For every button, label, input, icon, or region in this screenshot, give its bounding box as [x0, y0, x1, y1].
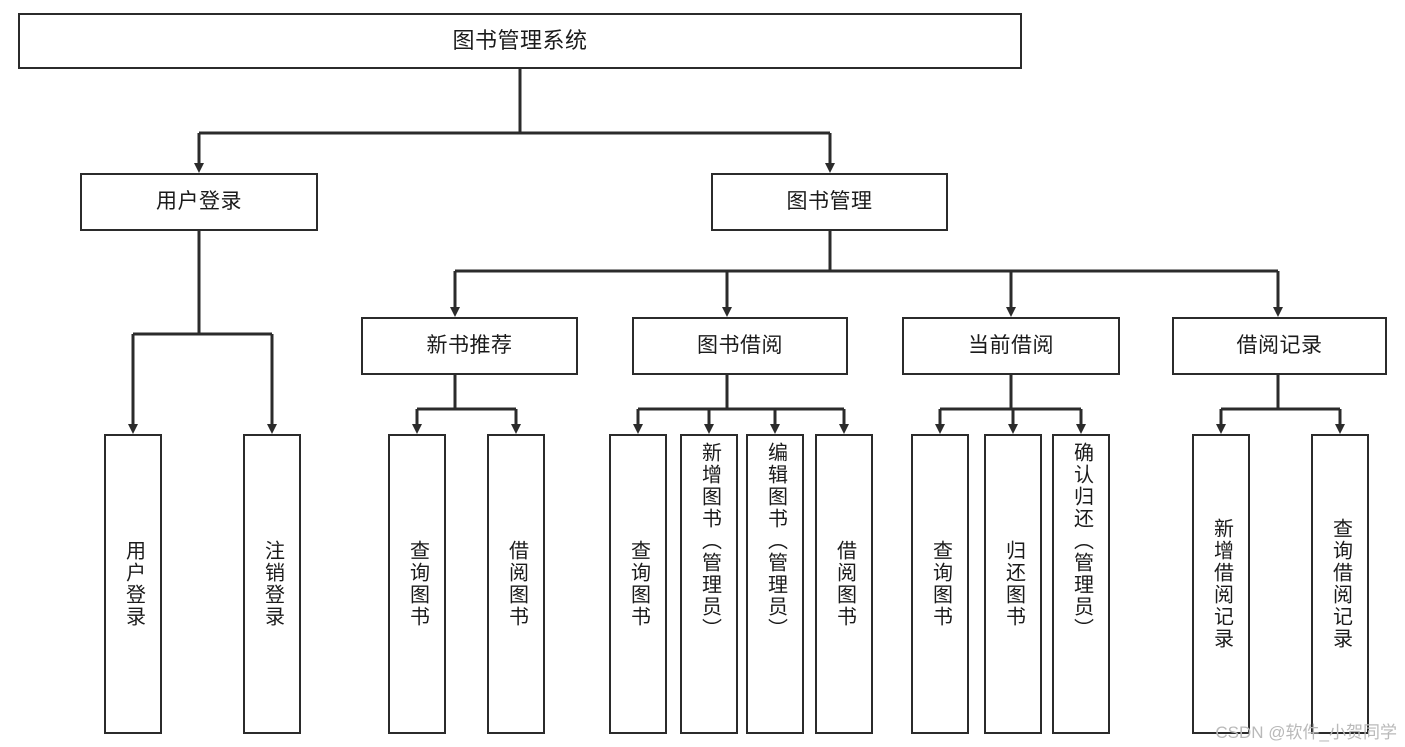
node-leaf-borrow-book-1-label: 借阅图书 — [505, 540, 528, 628]
node-book-borrow-label: 图书借阅 — [697, 333, 783, 357]
csdn-watermark: CSDN @软件_小贺同学 — [1215, 723, 1397, 742]
node-user-login-label: 用户登录 — [156, 189, 242, 213]
node-leaf-user-login-label: 用户登录 — [122, 540, 145, 628]
node-leaf-query-book-3-label: 查询图书 — [929, 540, 952, 628]
node-borrow-record[interactable]: 借阅记录 — [1172, 317, 1387, 375]
node-leaf-borrow-book-2[interactable]: 借阅图书 — [815, 434, 873, 734]
node-leaf-query-record[interactable]: 查询借阅记录 — [1311, 434, 1369, 734]
node-leaf-return-book[interactable]: 归还图书 — [984, 434, 1042, 734]
node-leaf-add-book[interactable]: 新增图书（管理员） — [680, 434, 738, 734]
node-root-label: 图书管理系统 — [452, 28, 588, 54]
node-leaf-query-book-1-label: 查询图书 — [406, 540, 429, 628]
node-leaf-user-login[interactable]: 用户登录 — [104, 434, 162, 734]
node-leaf-borrow-book-1[interactable]: 借阅图书 — [487, 434, 545, 734]
node-leaf-user-logout[interactable]: 注销登录 — [243, 434, 301, 734]
node-leaf-query-book-2[interactable]: 查询图书 — [609, 434, 667, 734]
node-leaf-add-record[interactable]: 新增借阅记录 — [1192, 434, 1250, 734]
node-user-login[interactable]: 用户登录 — [80, 173, 318, 231]
node-leaf-confirm-return[interactable]: 确认归还（管理员） — [1052, 434, 1110, 734]
node-new-book-recommend[interactable]: 新书推荐 — [361, 317, 578, 375]
node-current-borrow[interactable]: 当前借阅 — [902, 317, 1120, 375]
node-book-manage[interactable]: 图书管理 — [711, 173, 948, 231]
node-leaf-user-logout-label: 注销登录 — [261, 540, 284, 628]
node-leaf-borrow-book-2-label: 借阅图书 — [833, 540, 856, 628]
node-leaf-confirm-return-label: 确认归还（管理员） — [1070, 442, 1093, 640]
node-book-borrow[interactable]: 图书借阅 — [632, 317, 848, 375]
node-leaf-add-book-label: 新增图书（管理员） — [698, 442, 721, 640]
node-root[interactable]: 图书管理系统 — [18, 13, 1022, 69]
node-current-borrow-label: 当前借阅 — [968, 333, 1054, 357]
node-leaf-edit-book-label: 编辑图书（管理员） — [764, 442, 787, 640]
node-leaf-query-book-1[interactable]: 查询图书 — [388, 434, 446, 734]
node-leaf-query-book-2-label: 查询图书 — [627, 540, 650, 628]
node-new-book-recommend-label: 新书推荐 — [426, 333, 513, 357]
node-book-manage-label: 图书管理 — [786, 189, 873, 213]
node-leaf-return-book-label: 归还图书 — [1002, 540, 1025, 628]
node-leaf-query-book-3[interactable]: 查询图书 — [911, 434, 969, 734]
node-leaf-add-record-label: 新增借阅记录 — [1210, 518, 1233, 650]
node-leaf-edit-book[interactable]: 编辑图书（管理员） — [746, 434, 804, 734]
node-leaf-query-record-label: 查询借阅记录 — [1329, 518, 1352, 650]
node-borrow-record-label: 借阅记录 — [1236, 333, 1323, 357]
